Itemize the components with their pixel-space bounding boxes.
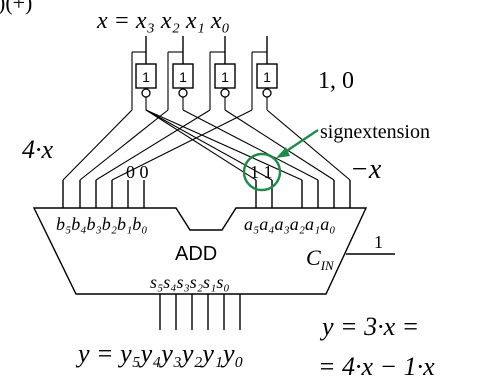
sign-extension-wires xyxy=(145,109,273,181)
sign-extension-highlight xyxy=(242,152,282,192)
carry-in-value: 1 xyxy=(374,232,383,252)
svg-text:1: 1 xyxy=(179,69,187,85)
equation-line-1: y = 3·x = xyxy=(319,312,419,341)
minus-x-wires xyxy=(145,97,351,181)
b-input-stubs xyxy=(62,180,145,208)
a-inputs-label: a₅a₄a₃a₂a₁a₀ xyxy=(244,214,336,234)
a-input-stubs xyxy=(255,180,351,208)
inverter-gate-0: 1 xyxy=(256,63,278,98)
svg-text:1: 1 xyxy=(221,69,229,85)
truncated-heading: )(+) xyxy=(0,0,32,15)
y-formula: y = y₅y₄y₃y₂y₁y₀ xyxy=(75,339,244,368)
adder-name: ADD xyxy=(175,243,217,265)
equation-line-2: = 4·x − 1·x xyxy=(318,352,435,381)
carry-in-label: CIN xyxy=(306,245,335,273)
minus-x-label: −x xyxy=(350,154,382,185)
zero-constants: 0 0 xyxy=(126,162,149,182)
sum-output-stubs xyxy=(159,294,241,330)
sign-extension-arrow xyxy=(276,129,319,158)
sign-extension-label: signextension xyxy=(320,121,430,143)
four-x-wires xyxy=(62,51,267,181)
inverter-gate-2: 1 xyxy=(172,63,194,98)
inverter-gate-1: 1 xyxy=(214,63,236,98)
one-constants: 1 1 xyxy=(250,162,273,182)
b-inputs-label: b₅b₄b₃b₂b₁b₀ xyxy=(56,214,148,234)
const-values-label: 1, 0 xyxy=(318,68,354,94)
inverter-gates: 1 1 1 1 xyxy=(135,63,278,98)
x-formula: x = x₃ x₂ x₁ x₀ xyxy=(96,8,230,34)
svg-text:1: 1 xyxy=(263,69,271,85)
inverter-gate-3: 1 xyxy=(135,63,157,98)
svg-text:1: 1 xyxy=(142,69,150,85)
sum-outputs-label: s₅s₄s₃s₂s₁s₀ xyxy=(150,272,230,292)
x-bit-wires xyxy=(145,36,268,64)
four-x-label: 4·x xyxy=(22,135,54,164)
